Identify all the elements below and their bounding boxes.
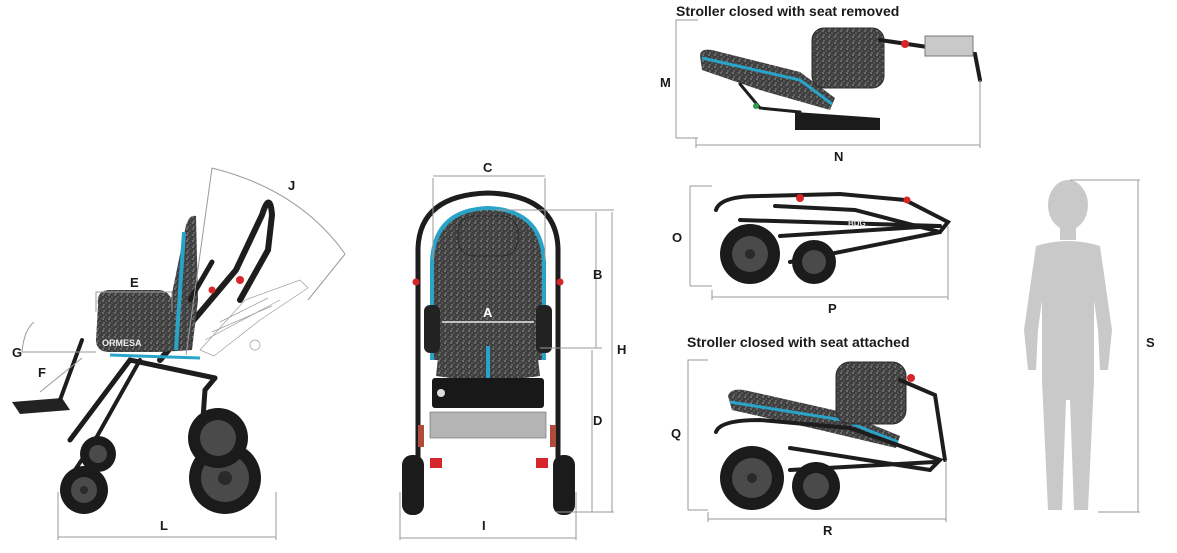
dim-line-c	[432, 175, 546, 260]
front-view: C B H D I A	[399, 160, 626, 540]
dim-line-n	[695, 80, 981, 148]
child-silhouette-icon	[1024, 180, 1112, 510]
dim-label-l: L	[160, 518, 168, 533]
child-silhouette: S	[1024, 179, 1155, 513]
folded-frame-icon: BUG	[714, 191, 952, 284]
dim-line-m	[675, 19, 698, 139]
dim-label-d: D	[593, 413, 602, 428]
dim-label-c: C	[483, 160, 493, 175]
side-view: ORMESA L E G F J	[12, 167, 346, 540]
dim-label-a: A	[483, 305, 493, 320]
dim-label-p: P	[828, 301, 837, 316]
dim-label-i: I	[482, 518, 486, 533]
caption-closed-seat-removed: Stroller closed with seat removed	[676, 3, 899, 19]
dim-line-b	[496, 209, 614, 349]
dim-line-j	[185, 167, 346, 356]
dim-line-i	[399, 492, 577, 540]
dim-label-s: S	[1146, 335, 1155, 350]
dim-label-g: G	[12, 345, 22, 360]
dim-label-q: Q	[671, 426, 681, 441]
dim-line-e	[95, 291, 173, 312]
dim-line-l	[57, 492, 277, 540]
dim-line-f	[39, 357, 83, 393]
closed-seat-attached-view: Stroller closed with seat attached Q R	[671, 334, 947, 538]
dim-label-f: F	[38, 365, 46, 380]
dim-line-d	[556, 350, 614, 513]
stroller-front-icon	[402, 190, 575, 515]
dim-label-r: R	[823, 523, 833, 538]
dim-line-p	[711, 226, 949, 300]
dim-label-m: M	[660, 75, 671, 90]
dim-line-s	[1070, 179, 1140, 513]
dim-line-o	[689, 185, 712, 287]
dim-line-g	[21, 321, 96, 353]
dim-label-n: N	[834, 149, 843, 164]
stroller-side-icon: ORMESA	[12, 199, 309, 514]
dim-label-o: O	[672, 230, 682, 245]
dim-line-r	[707, 460, 947, 522]
dim-label-b: B	[593, 267, 602, 282]
folded-stroller-with-seat-icon	[714, 361, 947, 510]
closed-frame-view: BUG O P	[672, 185, 952, 316]
frame-logo: BUG	[848, 219, 866, 228]
dim-line-q	[687, 359, 708, 511]
dim-label-j: J	[288, 178, 295, 193]
folded-stroller-with-seat-frame-icon	[700, 27, 982, 130]
closed-seat-removed-view: Stroller closed with seat removed M N	[660, 3, 982, 164]
seat-logo: ORMESA	[102, 338, 142, 348]
caption-closed-seat-attached: Stroller closed with seat attached	[687, 334, 910, 350]
dim-label-h: H	[617, 342, 626, 357]
dim-label-e: E	[130, 275, 139, 290]
